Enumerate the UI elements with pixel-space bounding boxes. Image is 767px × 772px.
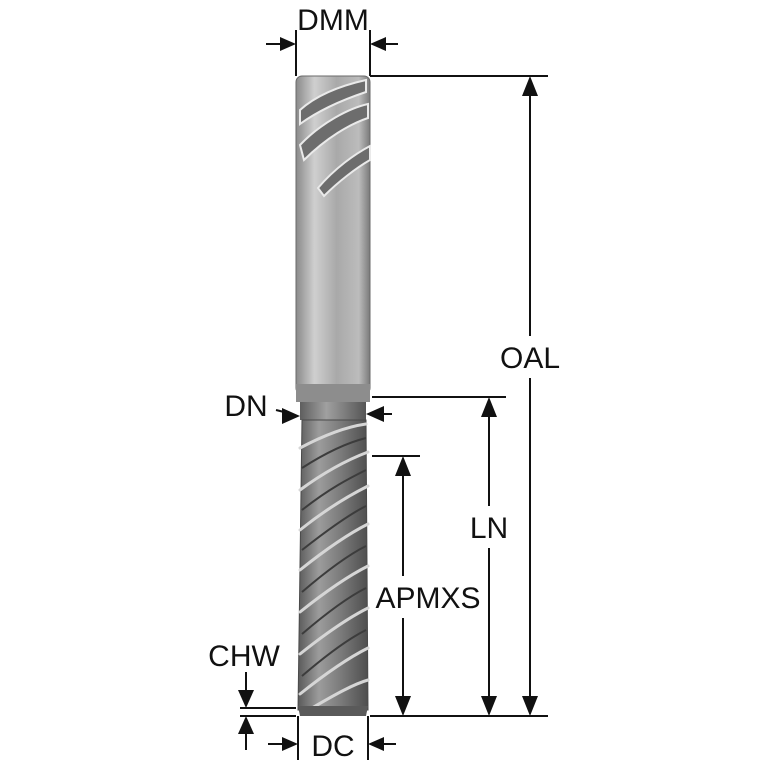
dimension-lines	[240, 30, 548, 760]
label-dn: DN	[224, 390, 267, 423]
flute-helix-lines	[298, 422, 370, 710]
label-dc: DC	[311, 730, 354, 763]
label-apmxs: APMXS	[375, 582, 480, 615]
dimension-arrows	[238, 37, 538, 751]
label-oal: OAL	[500, 342, 560, 375]
tool-neck	[300, 402, 366, 420]
tool-tip	[298, 706, 368, 716]
label-dmm: DMM	[297, 4, 369, 37]
flute-shadow-lines	[301, 437, 367, 677]
label-chw: CHW	[208, 640, 280, 673]
end-mill-tool	[295, 75, 371, 716]
shank-grooves	[298, 78, 371, 198]
shank-ring	[296, 384, 370, 402]
label-ln: LN	[470, 512, 508, 545]
